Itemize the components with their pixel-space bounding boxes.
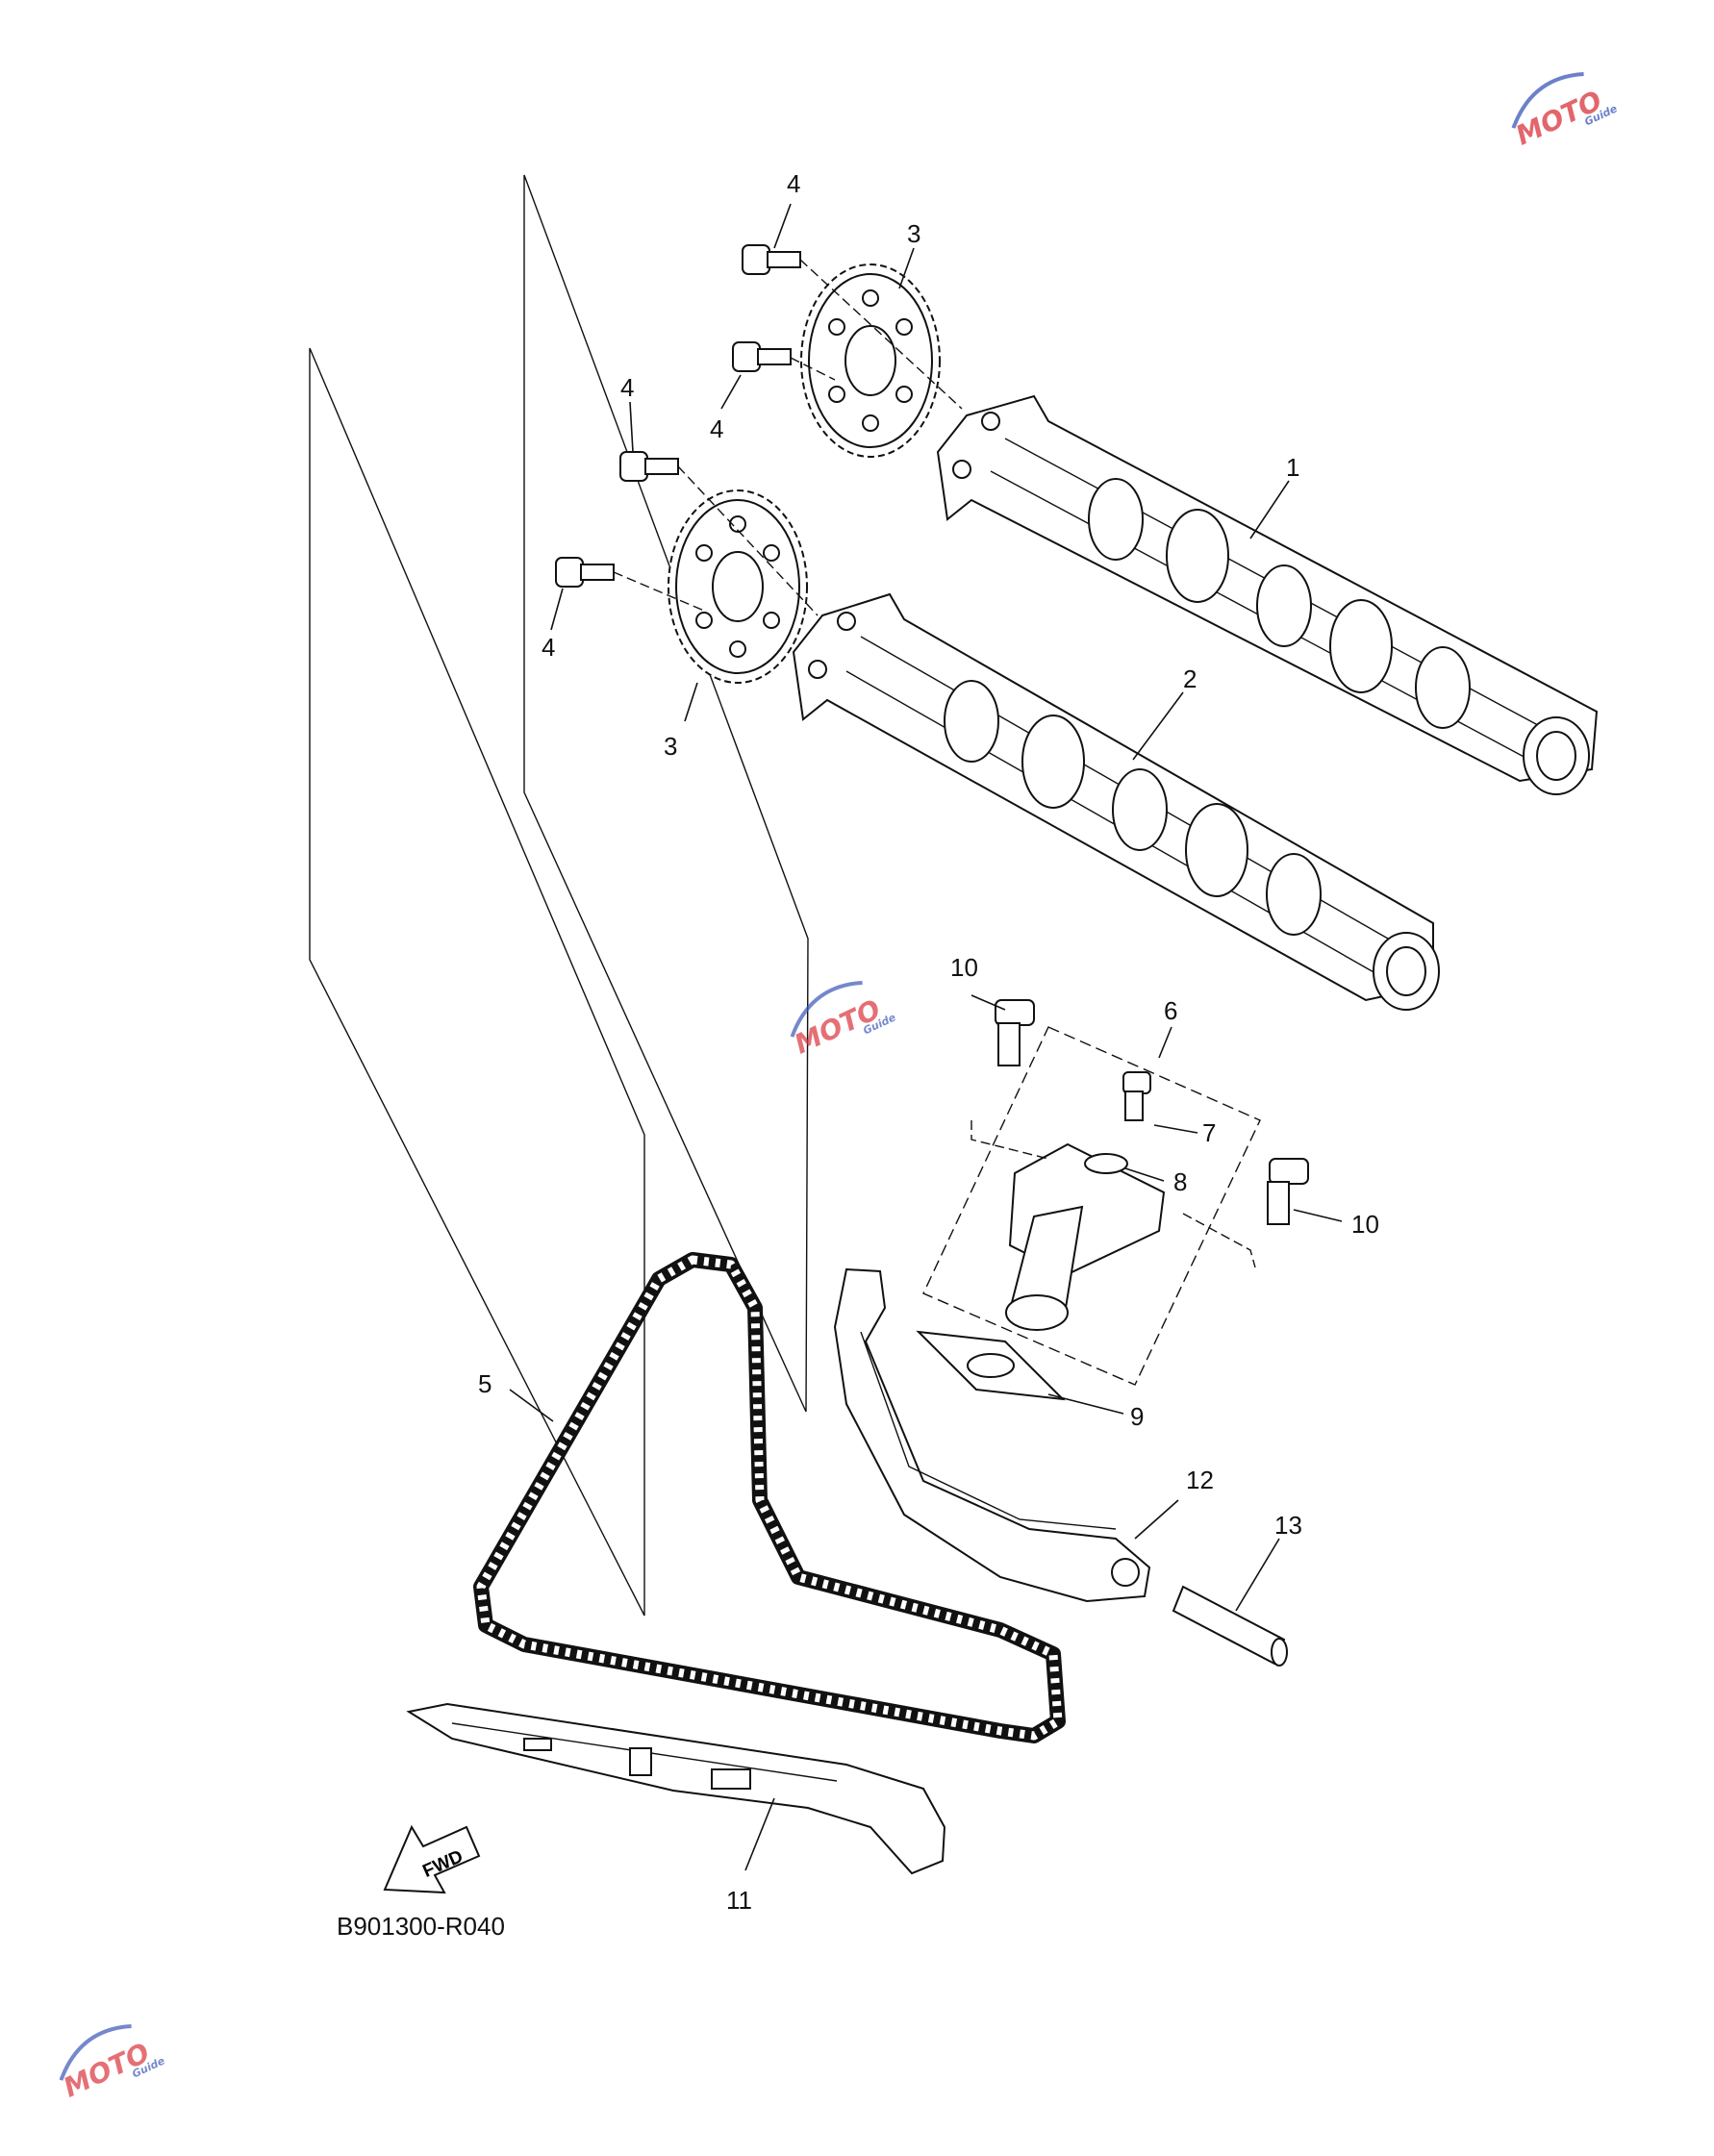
bolt-10a: [995, 999, 1035, 1066]
callout-3-lower: 3: [664, 732, 677, 761]
camshaft-1: [936, 394, 1599, 795]
callout-2: 2: [1183, 664, 1197, 693]
reference-planes: [309, 174, 809, 1617]
callout-3-upper: 3: [907, 219, 920, 248]
timing-chain-5: [473, 1252, 1066, 1743]
callout-4-bottom: 4: [542, 633, 555, 662]
bolt-4b: [732, 341, 792, 372]
cam-sprocket-upper: [800, 263, 941, 458]
bolt-7: [1122, 1071, 1151, 1121]
chain-guide-12: [833, 1267, 1151, 1603]
watermark-top-right: MOTO Guide: [1511, 71, 1620, 152]
watermark-center: MOTO Guide: [790, 980, 898, 1061]
fwd-direction-arrow: FWD: [383, 1824, 481, 1894]
camshaft-2: [792, 592, 1440, 1011]
callout-4-top: 4: [787, 169, 800, 198]
callout-10-top: 10: [950, 953, 978, 982]
callout-numbers: 1 2 3 3 4 4 4 4 5 6 7 8 9 10 10 11 12 13: [478, 169, 1379, 1915]
sprocket-bolts: [555, 244, 801, 588]
gasket-9: [916, 1330, 1066, 1401]
watermark-bottom-left: MOTO Guide: [59, 2023, 167, 2104]
chain-tensioner-assembly: [922, 999, 1309, 1386]
callout-4-mid: 4: [710, 414, 723, 443]
bolt-4a: [742, 244, 801, 275]
callout-12: 12: [1186, 1466, 1214, 1494]
bolt-4d: [555, 557, 615, 588]
leader-lines: [509, 203, 1343, 1871]
callout-11: 11: [726, 1886, 752, 1915]
callout-13: 13: [1274, 1511, 1302, 1540]
washer-8: [1084, 1153, 1128, 1174]
callout-9: 9: [1130, 1402, 1144, 1431]
callout-4-left: 4: [620, 373, 634, 402]
cam-sprocket-lower: [668, 489, 808, 684]
bolt-4c: [619, 451, 679, 482]
bolt-10b: [1267, 1158, 1309, 1225]
callout-8: 8: [1173, 1167, 1187, 1196]
callout-7: 7: [1202, 1118, 1216, 1147]
guide-pin-13: [1172, 1585, 1288, 1667]
assembly-lines: [613, 259, 963, 616]
chain-guide-11: [406, 1702, 946, 1875]
callout-6: 6: [1164, 996, 1177, 1025]
diagram-reference-code: B901300-R040: [337, 1912, 505, 1941]
callout-5: 5: [478, 1369, 492, 1398]
callout-1: 1: [1286, 453, 1299, 482]
callout-10-right: 10: [1351, 1210, 1379, 1239]
